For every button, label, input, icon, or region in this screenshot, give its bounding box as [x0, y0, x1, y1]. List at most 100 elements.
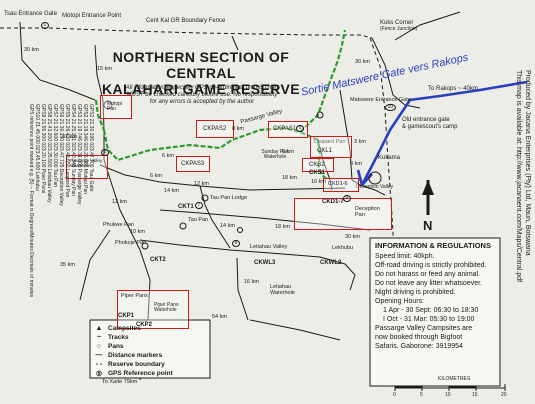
ckpas3-box[interactable]: CKPAS3 [176, 156, 210, 172]
gps-point: 7 [195, 202, 203, 209]
campsite-ckwl3: CKWL3 [254, 260, 276, 266]
legend-label: Tracks [108, 334, 129, 341]
distance-marker: 8 km [350, 161, 362, 167]
distance-marker-icon: — [95, 352, 103, 359]
campsite-ckd1-7: CKD1-7 [322, 199, 344, 205]
info-line: Night driving is prohibited. [375, 289, 456, 296]
legend-row: — Distance markers [93, 351, 173, 360]
scale-tick: 5 [420, 392, 423, 398]
ckl1-label: CKL1 [317, 148, 333, 154]
info-regulations: INFORMATION & REGULATIONS Speed limit: 4… [375, 241, 497, 383]
campsite-ckp2: CKP2 [136, 322, 153, 328]
campsite-icon: ▲ [95, 325, 103, 332]
gps-point: 10 [385, 104, 396, 111]
info-line: Off-road driving is strictly prohibited. [375, 262, 487, 269]
distance-marker: 10 km [130, 229, 145, 235]
distance-marker: 6 km [150, 173, 162, 179]
credits: Produced by Jacana Enterprises (Pty) Ltd… [514, 70, 532, 282]
piper-pans-box[interactable]: Piper Pans Piper Pans Waterhole [117, 290, 189, 329]
info-line: Passarge Valley Campsites are [375, 325, 473, 332]
gps-row: GPS6 21.30.150 023.47.725 Deception Vall… [58, 104, 64, 206]
gps-row: GPS8 21.43.200 023.25.500 Letiahau Valle… [46, 104, 52, 203]
motopi-point-label: Motopi Entrance Point [62, 13, 122, 19]
distance-marker: 30 km [24, 47, 39, 53]
kuks-corner-sub: (Fence Junction) [380, 26, 418, 32]
gps-footer: GPS reference point marked e.g. (5) -- F… [28, 104, 34, 298]
distance-marker: 8 km [232, 126, 244, 132]
distance-marker: 30 km [345, 234, 360, 240]
lekhubu-label: Lekhubu [332, 245, 354, 251]
legend-row: - -Reserve boundary [93, 360, 173, 369]
legend-label: Campsites [108, 325, 141, 332]
old-gate-label: Old entrance gate [402, 117, 450, 123]
ckpas2-box[interactable]: CKPAS2 [196, 120, 234, 138]
ckd1-box[interactable]: CKD1-6 [323, 178, 359, 192]
kuks-corner-label: Kuks Corner [380, 20, 414, 26]
info-line: Do not leave any litter whatsoever. [375, 280, 483, 287]
leopard-pan-label: Leopard Pan [314, 139, 346, 145]
letiahau-valley-label: Letiahau Valley [250, 244, 288, 250]
north-label: N [423, 218, 433, 233]
gps-row: GPS2 21.18.346 023.26.086 Motopi Pan [82, 104, 88, 195]
deception-pan-label: Deception Pan [355, 206, 380, 218]
annotation-arrow [360, 80, 528, 186]
distance-marker: 18 km [275, 224, 290, 230]
info-line: now booked through Bigfoot [375, 334, 463, 341]
cks2-box[interactable]: CKS2 [302, 158, 334, 172]
passarge-waterhole-box[interactable]: Passarge Valley Waterhole [66, 155, 108, 179]
distance-marker: 30 km [355, 59, 370, 65]
disclaimer-line-3: for any errors is accepted by the author [149, 99, 255, 105]
campsite-cks1: CKS1 [309, 170, 326, 176]
distance-marker: 35 km [60, 262, 75, 268]
matswere-gate-label: Matswere Entrance Gate [350, 97, 411, 103]
tau-pan-lodge-label: Tau Pan Lodge [210, 195, 248, 201]
kukama-label: Kukama [378, 155, 401, 161]
sunday-pan-label: Sunday Pan Waterhole [261, 149, 289, 160]
motopi-pan-box[interactable]: Motopi Pan [100, 95, 132, 119]
scale-tick: 10 [445, 392, 451, 398]
credit-line-1: Produced by Jacana Enterprises (Pty) Ltd… [524, 70, 531, 256]
gps-point: 5 [296, 125, 304, 132]
distance-marker: 14 km [164, 188, 179, 194]
gps-point: 9 [343, 195, 351, 202]
ckd1-label: CKD1-6 [328, 181, 348, 187]
campsite-ckp1: CKP1 [118, 313, 135, 319]
distance-marker: 14 km [220, 223, 235, 229]
info-line: Do not harass or feed any animal. [375, 271, 481, 278]
disclaimer: All information, especially GPS co-ordin… [104, 85, 300, 106]
leopard-box[interactable]: CKL1 [310, 136, 352, 158]
map-legend: ▲ Campsites ~ Tracks ○Pans — Distance marke… [93, 324, 173, 378]
credit-line-2: This map is available at: http://www.jac… [515, 70, 522, 283]
highlight-route [94, 99, 106, 131]
legend-row: ○Pans [93, 342, 173, 351]
distance-marker: 15 km [97, 66, 112, 72]
legend-label: Pans [108, 343, 124, 350]
legend-row: ▲ Campsites [93, 324, 173, 333]
track-icon: ~ [96, 334, 102, 341]
disclaimer-line-2: MUST be checked carefully before use. No… [126, 92, 278, 98]
phukwe-pan-label: Phukwe Pan [103, 222, 134, 228]
gps-point-icon: ⑤ [95, 370, 103, 378]
disclaimer-line-1: All information, especially GPS co-ordin… [125, 85, 279, 91]
legend-label: Distance markers [108, 352, 163, 359]
cent-kal-label: Cent Kal GR Boundary Fence [146, 18, 226, 24]
letiahau-waterhole-label: Letiahau Waterhole [270, 284, 295, 296]
tau-pan-label: Tau Pan [188, 217, 209, 223]
info-line: Opening Hours: [375, 298, 425, 305]
tsau-gate-label: Tsau Entrance Gate [4, 11, 58, 17]
phokoje-pan-label: Phokoje Pan [115, 240, 147, 246]
old-gate-label2: & gamescout's camp [402, 124, 458, 130]
scale-tick: 20 [501, 392, 507, 398]
passarge-waterhole-label: Passarge Valley Waterhole [70, 158, 103, 168]
gps-row: GPS10 21.45.000 023.45.600 Lekhubu [34, 104, 40, 191]
cks2-label: CKS2 [309, 162, 325, 168]
motopi-pan-label: Motopi Pan [107, 101, 123, 112]
piper-waterhole-label: Piper Pans Waterhole [154, 302, 179, 313]
gps-point: 3 [101, 149, 109, 156]
highlight-route [299, 29, 347, 133]
ckpas2-label: CKPAS2 [203, 126, 227, 132]
highlight-route [102, 126, 329, 181]
gps-row: GPS1 21.30.195 023.47.700 Tsau Gate [88, 104, 94, 192]
